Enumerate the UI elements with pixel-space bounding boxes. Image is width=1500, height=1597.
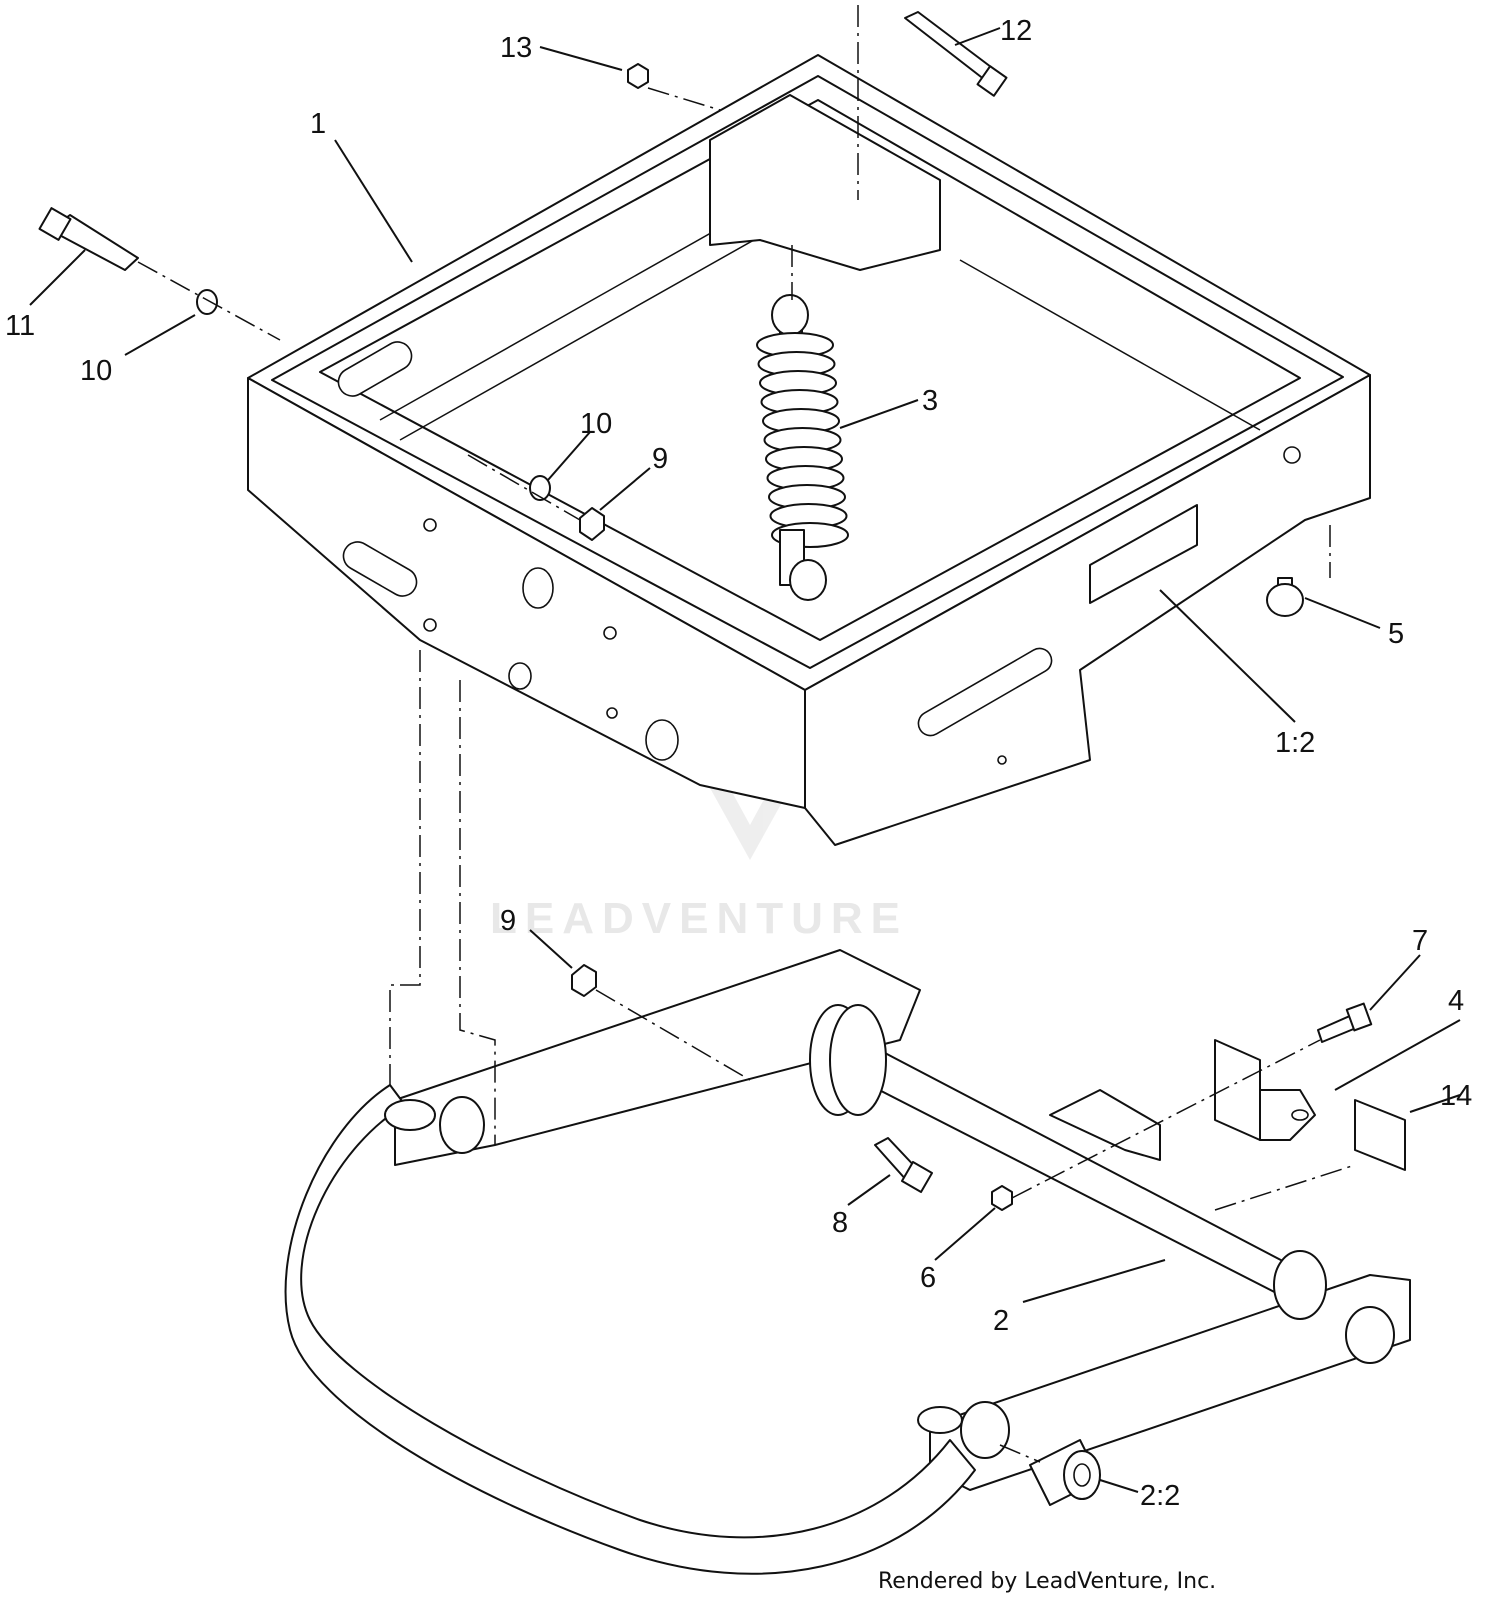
callout-14: 14 <box>1440 1080 1472 1112</box>
nut-9-top <box>579 507 605 541</box>
callout-7: 7 <box>1412 925 1428 957</box>
callout-12: 12 <box>1000 15 1032 47</box>
callout-2: 2 <box>993 1305 1009 1337</box>
callout-13: 13 <box>500 32 532 64</box>
credit-text: Rendered by LeadVenture, Inc. <box>878 1569 1216 1594</box>
leader-lines <box>29 27 1461 1493</box>
assembly-lines <box>137 5 1356 1463</box>
bumper-5 <box>1266 577 1304 617</box>
callout-3: 3 <box>922 385 938 417</box>
callout-6: 6 <box>920 1262 936 1294</box>
shock-absorber <box>756 294 849 601</box>
nut-13 <box>627 63 649 89</box>
bolt-11 <box>38 207 139 271</box>
nut-9-bottom <box>571 964 597 997</box>
bushing-2-2 <box>1029 1439 1101 1506</box>
bolt-7 <box>1317 1002 1373 1043</box>
decal-14 <box>1354 1099 1406 1171</box>
callout-10-mid: 10 <box>580 408 612 440</box>
callout-1: 1 <box>310 108 326 140</box>
callout-9-top: 9 <box>652 443 668 475</box>
bolt-8 <box>874 1137 934 1194</box>
callout-1-2: 1:2 <box>1275 727 1315 759</box>
callout-2-2: 2:2 <box>1140 1480 1180 1512</box>
callout-10-left: 10 <box>80 355 112 387</box>
washer-10-left <box>196 289 218 315</box>
callout-11: 11 <box>5 310 35 342</box>
callout-5: 5 <box>1388 618 1404 650</box>
callout-labels: 1 1:2 2 2:2 3 4 5 6 7 8 9 9 10 10 11 12 … <box>5 15 1472 1512</box>
callout-8: 8 <box>832 1207 848 1239</box>
bolt-12 <box>904 11 1008 97</box>
watermark-text: LEADVENTURE <box>490 894 908 943</box>
mount-bracket <box>1214 1039 1316 1141</box>
nut-6 <box>991 1185 1013 1211</box>
suspension-frame <box>284 949 1411 1575</box>
callout-4: 4 <box>1448 985 1464 1017</box>
callout-9-bottom: 9 <box>500 905 516 937</box>
